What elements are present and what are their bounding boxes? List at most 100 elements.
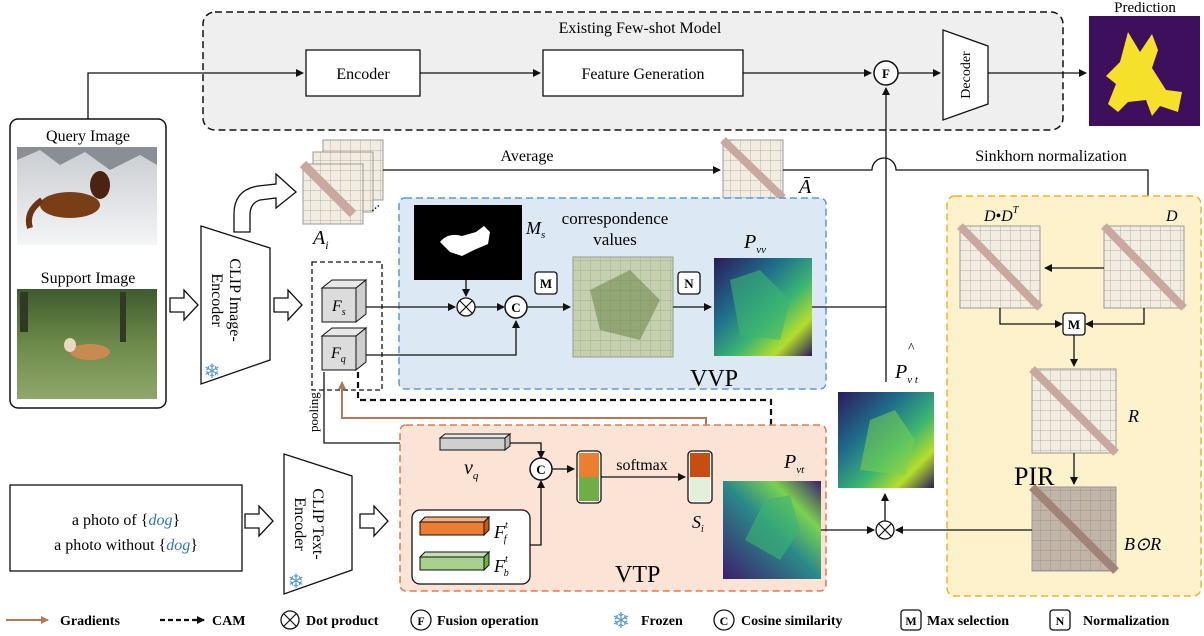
cosine-node-vvp-label: C — [511, 300, 520, 315]
v-q-vector — [438, 432, 512, 452]
prediction-label: Prediction — [1114, 0, 1176, 16]
max-selection-pir-label: M — [1068, 317, 1080, 332]
b-r-matrix — [1029, 484, 1119, 574]
arrow-to-features — [273, 288, 303, 322]
score-vector-before — [576, 450, 602, 504]
fusion-node-label: F — [882, 66, 890, 81]
query-image — [17, 147, 157, 245]
p-vv-heatmap — [714, 258, 812, 356]
correspondence-label-2: values — [593, 230, 636, 249]
v-q-label: vq — [464, 457, 479, 482]
clip-text-encoder-line1: CLIP Text- — [309, 488, 326, 559]
normalization-vvp — [677, 271, 701, 295]
average-label: Average — [501, 148, 554, 165]
support-image — [17, 289, 157, 399]
legend-dot-product: Dot product — [306, 614, 379, 629]
correspondence-matrix — [572, 256, 674, 358]
max-selection-vvp — [534, 271, 558, 295]
legend-frozen-icon: ❄ — [612, 608, 630, 633]
f-q-cube — [320, 326, 368, 372]
snowflake-icon: ❄ — [204, 361, 221, 383]
clip-image-encoder-line1: CLIP Image- — [226, 258, 243, 341]
attention-maps-stack — [299, 139, 384, 225]
legend-cam: CAM — [212, 614, 245, 629]
average-attention-map — [720, 137, 786, 201]
p-vt-heatmap — [723, 481, 821, 579]
prediction-mask-image — [1089, 16, 1200, 126]
existing-model-title: Existing Few-shot Model — [559, 20, 722, 37]
f-f-bar — [418, 515, 491, 537]
feature-generation-label: Feature Generation — [581, 66, 704, 83]
cosine-node-vtp-label: C — [536, 462, 545, 477]
curved-arrow-to-attention — [233, 172, 298, 233]
legend-max-symbol: M — [905, 614, 916, 628]
r-matrix — [1029, 366, 1119, 456]
d-label: D — [1165, 208, 1178, 225]
p-hat-mark: ^ — [908, 341, 915, 356]
text-prompt-box — [9, 484, 243, 572]
snowflake-icon-text: ❄ — [288, 571, 305, 593]
legend-gradients: Gradients — [60, 614, 120, 629]
d-dt-matrix — [957, 223, 1043, 311]
decoder-label: Decoder — [959, 51, 974, 99]
query-image-label: Query Image — [46, 128, 130, 145]
p-vt-label: Pvt — [783, 451, 805, 476]
prompt-line-2: a photo without {dog} — [54, 537, 198, 554]
b-r-label: B⊙R — [1124, 534, 1161, 554]
legend-norm-symbol: N — [1056, 614, 1065, 628]
legend-cosine-symbol: C — [720, 614, 729, 628]
p-hat-heatmap — [838, 392, 934, 488]
feature-generation-box — [542, 49, 744, 97]
legend-norm-icon — [1049, 609, 1071, 631]
legend-fusion-icon — [410, 609, 432, 631]
normalization-vvp-label: N — [684, 276, 694, 291]
d-matrix — [1101, 223, 1187, 311]
arrow-to-vtp — [359, 504, 389, 538]
encoder-box — [305, 49, 421, 97]
clip-text-encoder — [283, 453, 353, 595]
legend-cosine: Cosine similarity — [741, 614, 843, 629]
a-i-label: Ai — [311, 227, 329, 252]
support-image-label: Support Image — [41, 270, 136, 287]
r-label: R — [1127, 406, 1139, 426]
sinkhorn-label: Sinkhorn normalization — [975, 148, 1127, 165]
vvp-label: VVP — [690, 366, 738, 392]
f-s-cube — [320, 278, 368, 324]
clip-image-encoder-line2: Encoder — [208, 273, 225, 327]
encoder-label: Encoder — [336, 66, 390, 83]
correspondence-label-1: correspondence — [562, 209, 669, 228]
legend-max-icon — [900, 609, 922, 631]
p-hat-label: Pv t — [894, 361, 919, 386]
mask-label: Ms — [525, 218, 545, 241]
score-vector-after — [687, 450, 713, 504]
max-selection-vvp-label: M — [540, 276, 552, 291]
arrow-to-image-encoder — [169, 288, 199, 322]
softmax-label: softmax — [616, 457, 668, 474]
legend-fusion: Fusion operation — [437, 614, 539, 629]
d-dt-label: D•DT — [983, 205, 1020, 225]
legend-cosine-icon — [713, 609, 735, 631]
support-mask-image — [414, 205, 522, 280]
legend: Gradients CAM Dot product F Fusion opera… — [6, 608, 1170, 633]
decoder-trapezoid — [942, 29, 989, 121]
arrow-to-text-encoder — [244, 504, 274, 538]
pooling-label: pooling — [306, 392, 321, 432]
a-bar-label: Ā — [797, 176, 812, 198]
legend-norm: Normalization — [1083, 614, 1170, 629]
f-b-bar — [418, 550, 491, 572]
vtp-label: VTP — [615, 562, 660, 588]
prompt-line-1: a photo of {dog} — [72, 512, 180, 529]
f-s-label: Fs — [331, 298, 346, 318]
legend-frozen: Frozen — [641, 614, 683, 629]
p-vv-label: Pvv — [743, 231, 766, 256]
legend-fusion-symbol: F — [417, 614, 424, 628]
s-i-label: Si — [692, 512, 704, 535]
clip-image-encoder — [200, 225, 271, 385]
f-q-label: Fq — [330, 345, 346, 365]
legend-max: Max selection — [927, 614, 1009, 629]
clip-text-encoder-line2: Encoder — [291, 497, 308, 551]
